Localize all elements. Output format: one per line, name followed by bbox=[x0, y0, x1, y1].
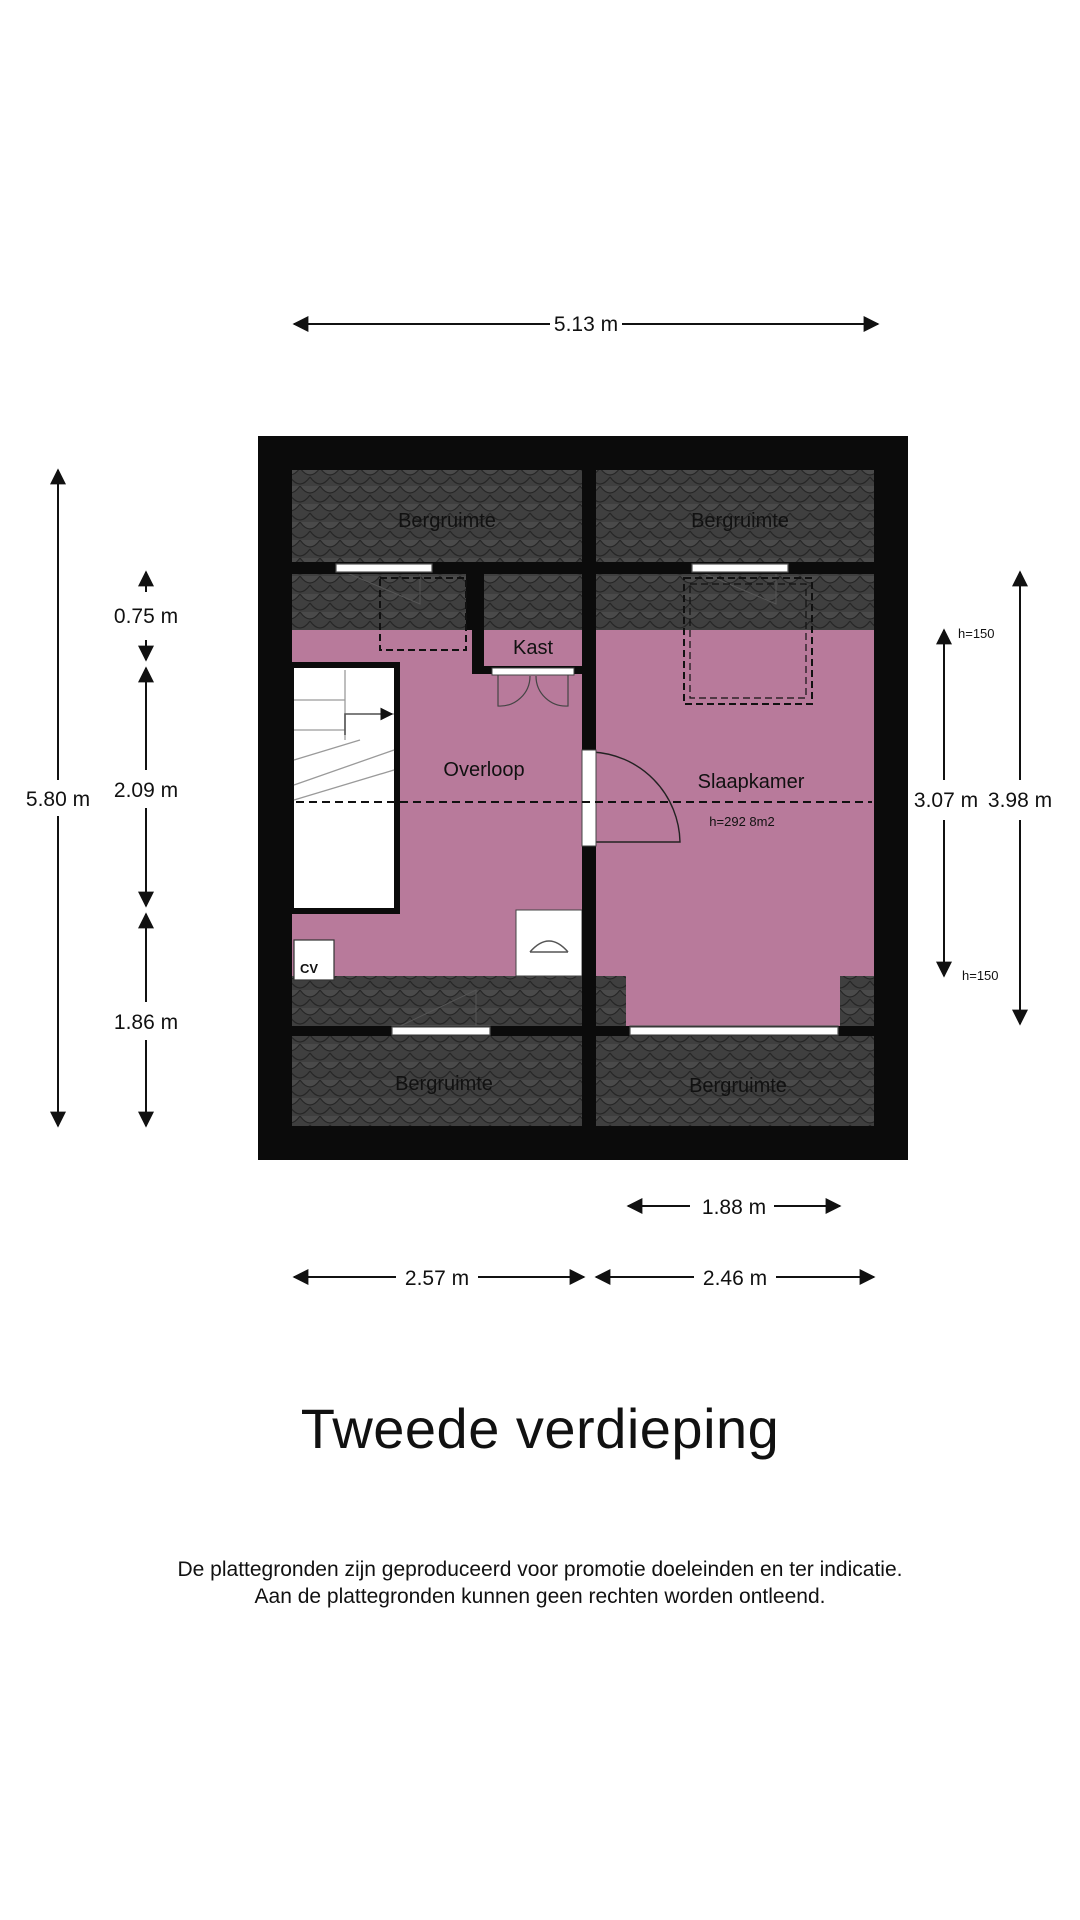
label-storage-bottom-left: Bergruimte bbox=[395, 1073, 493, 1095]
skylight-outline-right-inner bbox=[689, 583, 807, 699]
dim-left-2: 2.09 m bbox=[114, 779, 178, 802]
wall-bottom-horizontal bbox=[292, 1026, 874, 1036]
roof-slope-bottom-right-b bbox=[840, 972, 874, 1026]
window-cover-bottom-right bbox=[629, 1026, 839, 1036]
dim-left-total: 5.80 m bbox=[26, 788, 90, 811]
skylight-outline-right bbox=[683, 577, 813, 705]
skylight-outline-left bbox=[379, 577, 467, 651]
disclaimer-line-1: De plattegronden zijn geproduceerd voor … bbox=[177, 1558, 903, 1581]
dim-right-outer: 3.98 m bbox=[988, 789, 1052, 812]
dim-right-inner: 3.07 m bbox=[914, 789, 978, 812]
dim-bottom-right: 2.46 m bbox=[703, 1267, 767, 1290]
dim-left-3: 1.86 m bbox=[114, 1011, 178, 1034]
window-cover-bottom-left bbox=[391, 1026, 491, 1036]
dim-bottom-left: 2.57 m bbox=[405, 1267, 469, 1290]
storage-top-right-area bbox=[596, 470, 874, 562]
window-cover-top-left bbox=[335, 563, 433, 573]
height-label-bottom: h=150 bbox=[962, 968, 999, 983]
boiler-icon: CV bbox=[293, 939, 335, 981]
stairs-icon bbox=[290, 662, 400, 914]
wall-closet-left bbox=[472, 574, 484, 674]
dim-left-1: 0.75 m bbox=[114, 605, 178, 628]
storage-top-left-area bbox=[292, 470, 582, 562]
door-opening bbox=[581, 749, 597, 847]
closet-floor bbox=[484, 630, 582, 670]
dim-bottom-inner: 1.88 m bbox=[702, 1196, 766, 1219]
floor-title: Tweede verdieping bbox=[300, 1397, 780, 1460]
label-closet: Kast bbox=[513, 637, 553, 659]
label-bedroom: Slaapkamer bbox=[698, 771, 805, 793]
storage-bottom-left-area bbox=[292, 1036, 582, 1126]
svg-text:CV: CV bbox=[300, 961, 318, 976]
disclaimer-line-2: Aan de plattegronden kunnen geen rechten… bbox=[254, 1585, 826, 1608]
washbasin-icon bbox=[515, 909, 583, 977]
storage-bottom-right-area bbox=[596, 1036, 874, 1126]
roof-slope-top-right bbox=[596, 574, 874, 630]
bedroom-floor bbox=[596, 630, 874, 1026]
label-storage-bottom-right: Bergruimte bbox=[689, 1075, 787, 1097]
label-storage-top-right: Bergruimte bbox=[691, 510, 789, 532]
height-label-top: h=150 bbox=[958, 626, 995, 641]
disclaimer: De plattegronden zijn geproduceerd voor … bbox=[0, 1556, 1080, 1610]
window-cover-top-right bbox=[691, 563, 789, 573]
closet-door bbox=[491, 667, 575, 707]
roof-slope-top-kast bbox=[476, 574, 582, 630]
roof-slope-bottom-left bbox=[292, 972, 582, 1026]
label-bedroom-info: h=292 8m2 bbox=[709, 814, 774, 829]
roof-slope-bottom-right-a bbox=[596, 972, 626, 1026]
label-landing: Overloop bbox=[443, 759, 524, 781]
dim-top-total: 5.13 m bbox=[554, 313, 618, 336]
label-storage-top-left: Bergruimte bbox=[398, 510, 496, 532]
